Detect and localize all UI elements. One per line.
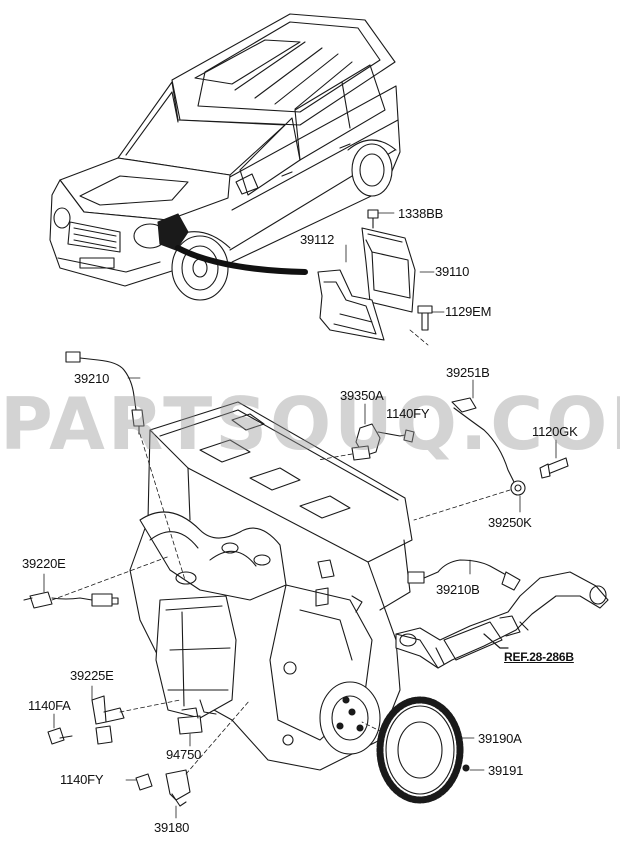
part-label-39190A[interactable]: 39190A — [478, 731, 522, 746]
cam-sensor-39350A — [317, 403, 415, 461]
part-label-1140FY-top[interactable]: 1140FY — [386, 406, 430, 421]
part-label-1120GK[interactable]: 1120GK — [532, 424, 578, 439]
part-label-39112[interactable]: 39112 — [300, 232, 335, 247]
exhaust-pipe — [395, 571, 609, 669]
oxygen-sensor-39220E — [23, 555, 171, 609]
part-label-39225E[interactable]: 39225E — [70, 668, 114, 683]
part-label-1129EM[interactable]: 1129EM — [445, 304, 492, 319]
target-wheel-39190A — [361, 696, 485, 804]
part-label-39180[interactable]: 39180 — [154, 820, 190, 835]
engine-block — [129, 401, 413, 771]
part-label-94750[interactable]: 94750 — [166, 747, 202, 762]
ref-label-28-286B[interactable]: REF.28-286B — [504, 650, 574, 664]
part-label-39350A[interactable]: 39350A — [340, 388, 384, 403]
watermark: PARTSOUQ.COM — [0, 382, 620, 466]
ecu-assembly — [317, 209, 445, 346]
knock-sensor-39250K — [413, 379, 569, 521]
oxygen-sensor-39210B — [407, 559, 521, 591]
sensor-bracket-39225E — [47, 685, 181, 745]
part-label-39110[interactable]: 39110 — [435, 264, 470, 279]
vehicle-illustration — [49, 13, 401, 301]
part-label-1140FY-bottom[interactable]: 1140FY — [60, 772, 104, 787]
part-label-39210[interactable]: 39210 — [74, 371, 110, 386]
oil-pressure-switch-94750 — [177, 707, 203, 747]
oxygen-sensor-39210 — [65, 351, 186, 581]
part-label-39191[interactable]: 39191 — [488, 763, 524, 778]
part-label-39220E[interactable]: 39220E — [22, 556, 66, 571]
part-label-39251B[interactable]: 39251B — [446, 365, 490, 380]
part-label-1140FA[interactable]: 1140FA — [28, 698, 71, 713]
part-label-39250K[interactable]: 39250K — [488, 515, 532, 530]
crank-sensor-39180 — [125, 699, 251, 819]
part-label-39210B[interactable]: 39210B — [436, 582, 480, 597]
part-label-1338BB[interactable]: 1338BB — [398, 206, 444, 221]
